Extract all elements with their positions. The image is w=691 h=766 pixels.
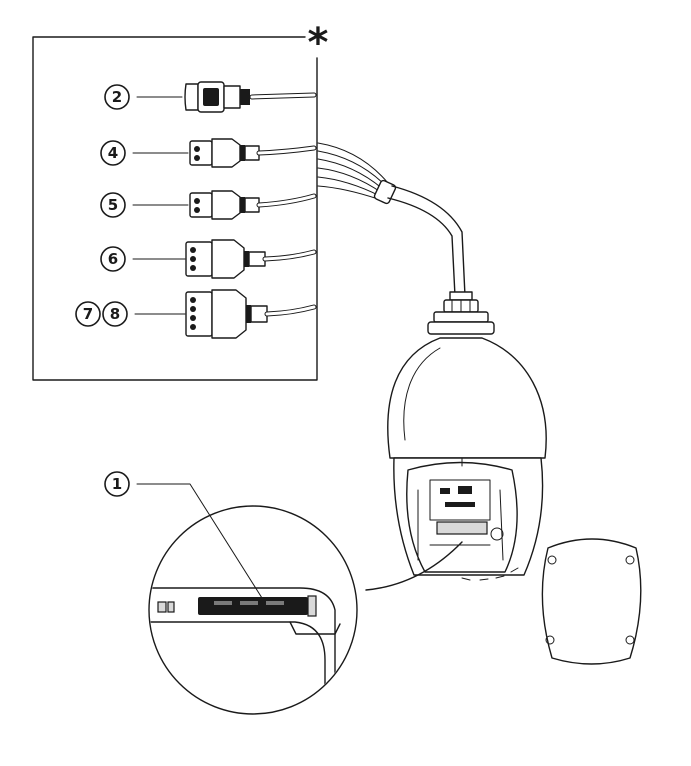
screw-boss	[490, 527, 504, 541]
camera-body	[387, 337, 547, 581]
camera-top	[427, 291, 495, 335]
cable-bundle	[317, 142, 466, 297]
cover-screw-4	[625, 635, 635, 645]
callout-6-label: 6	[108, 250, 118, 268]
plug-body-7-8	[211, 289, 247, 339]
gland-nut-top	[449, 291, 473, 301]
skirt-edge	[461, 567, 519, 581]
magnified-detail	[148, 505, 463, 715]
open-compartment	[406, 461, 518, 573]
callout-1	[104, 471, 130, 497]
connector-6: 6	[100, 239, 317, 279]
callout-1-label: 1	[112, 475, 122, 493]
callout-5	[100, 192, 126, 218]
mount-base	[427, 321, 495, 335]
connector-5: 5	[100, 190, 317, 220]
callout-4	[100, 140, 126, 166]
callout-2-label: 2	[112, 88, 122, 106]
callout-5-label: 5	[108, 196, 118, 214]
leader-1	[136, 483, 263, 599]
card-slot-small	[436, 521, 488, 535]
cover-screw-3	[545, 635, 555, 645]
plug-body-6	[211, 239, 245, 279]
circuit-board	[429, 479, 491, 521]
zoom-connector-line	[365, 541, 463, 591]
cover-screw-1	[547, 555, 557, 565]
connector-2-network: 2	[104, 81, 317, 113]
plug-body-4	[211, 138, 241, 168]
rj45-gland	[240, 89, 250, 105]
terminal-block-5	[189, 192, 213, 218]
rj45-cap	[184, 83, 199, 111]
terminal-block-6	[185, 241, 213, 277]
callout-7	[75, 301, 101, 327]
callout-1-group: 1	[104, 471, 263, 599]
cover-plate	[541, 538, 642, 665]
callout-6	[100, 246, 126, 272]
callout-7-label: 7	[83, 305, 93, 323]
terminal-block-4	[189, 140, 213, 166]
rj45-body	[223, 85, 241, 109]
sd-card	[198, 597, 308, 615]
mount-collar	[433, 311, 489, 323]
callout-8-label: 8	[110, 305, 120, 323]
callout-8	[102, 301, 128, 327]
terminal-block-7-8	[185, 291, 213, 337]
callout-2	[104, 84, 130, 110]
rj45-nut-shade	[203, 88, 219, 106]
cable-ferrule	[373, 179, 397, 205]
compartment-cover	[541, 538, 642, 665]
plug-body-5	[211, 190, 241, 220]
connector-7-8: 7 8	[75, 289, 317, 339]
asterisk-marker: *	[308, 20, 329, 66]
dome-housing	[387, 337, 547, 459]
callout-4-label: 4	[108, 144, 118, 162]
inset-frame	[32, 36, 318, 381]
connector-inset: *	[32, 20, 329, 381]
cover-screw-2	[625, 555, 635, 565]
connector-4: 4	[100, 138, 317, 168]
